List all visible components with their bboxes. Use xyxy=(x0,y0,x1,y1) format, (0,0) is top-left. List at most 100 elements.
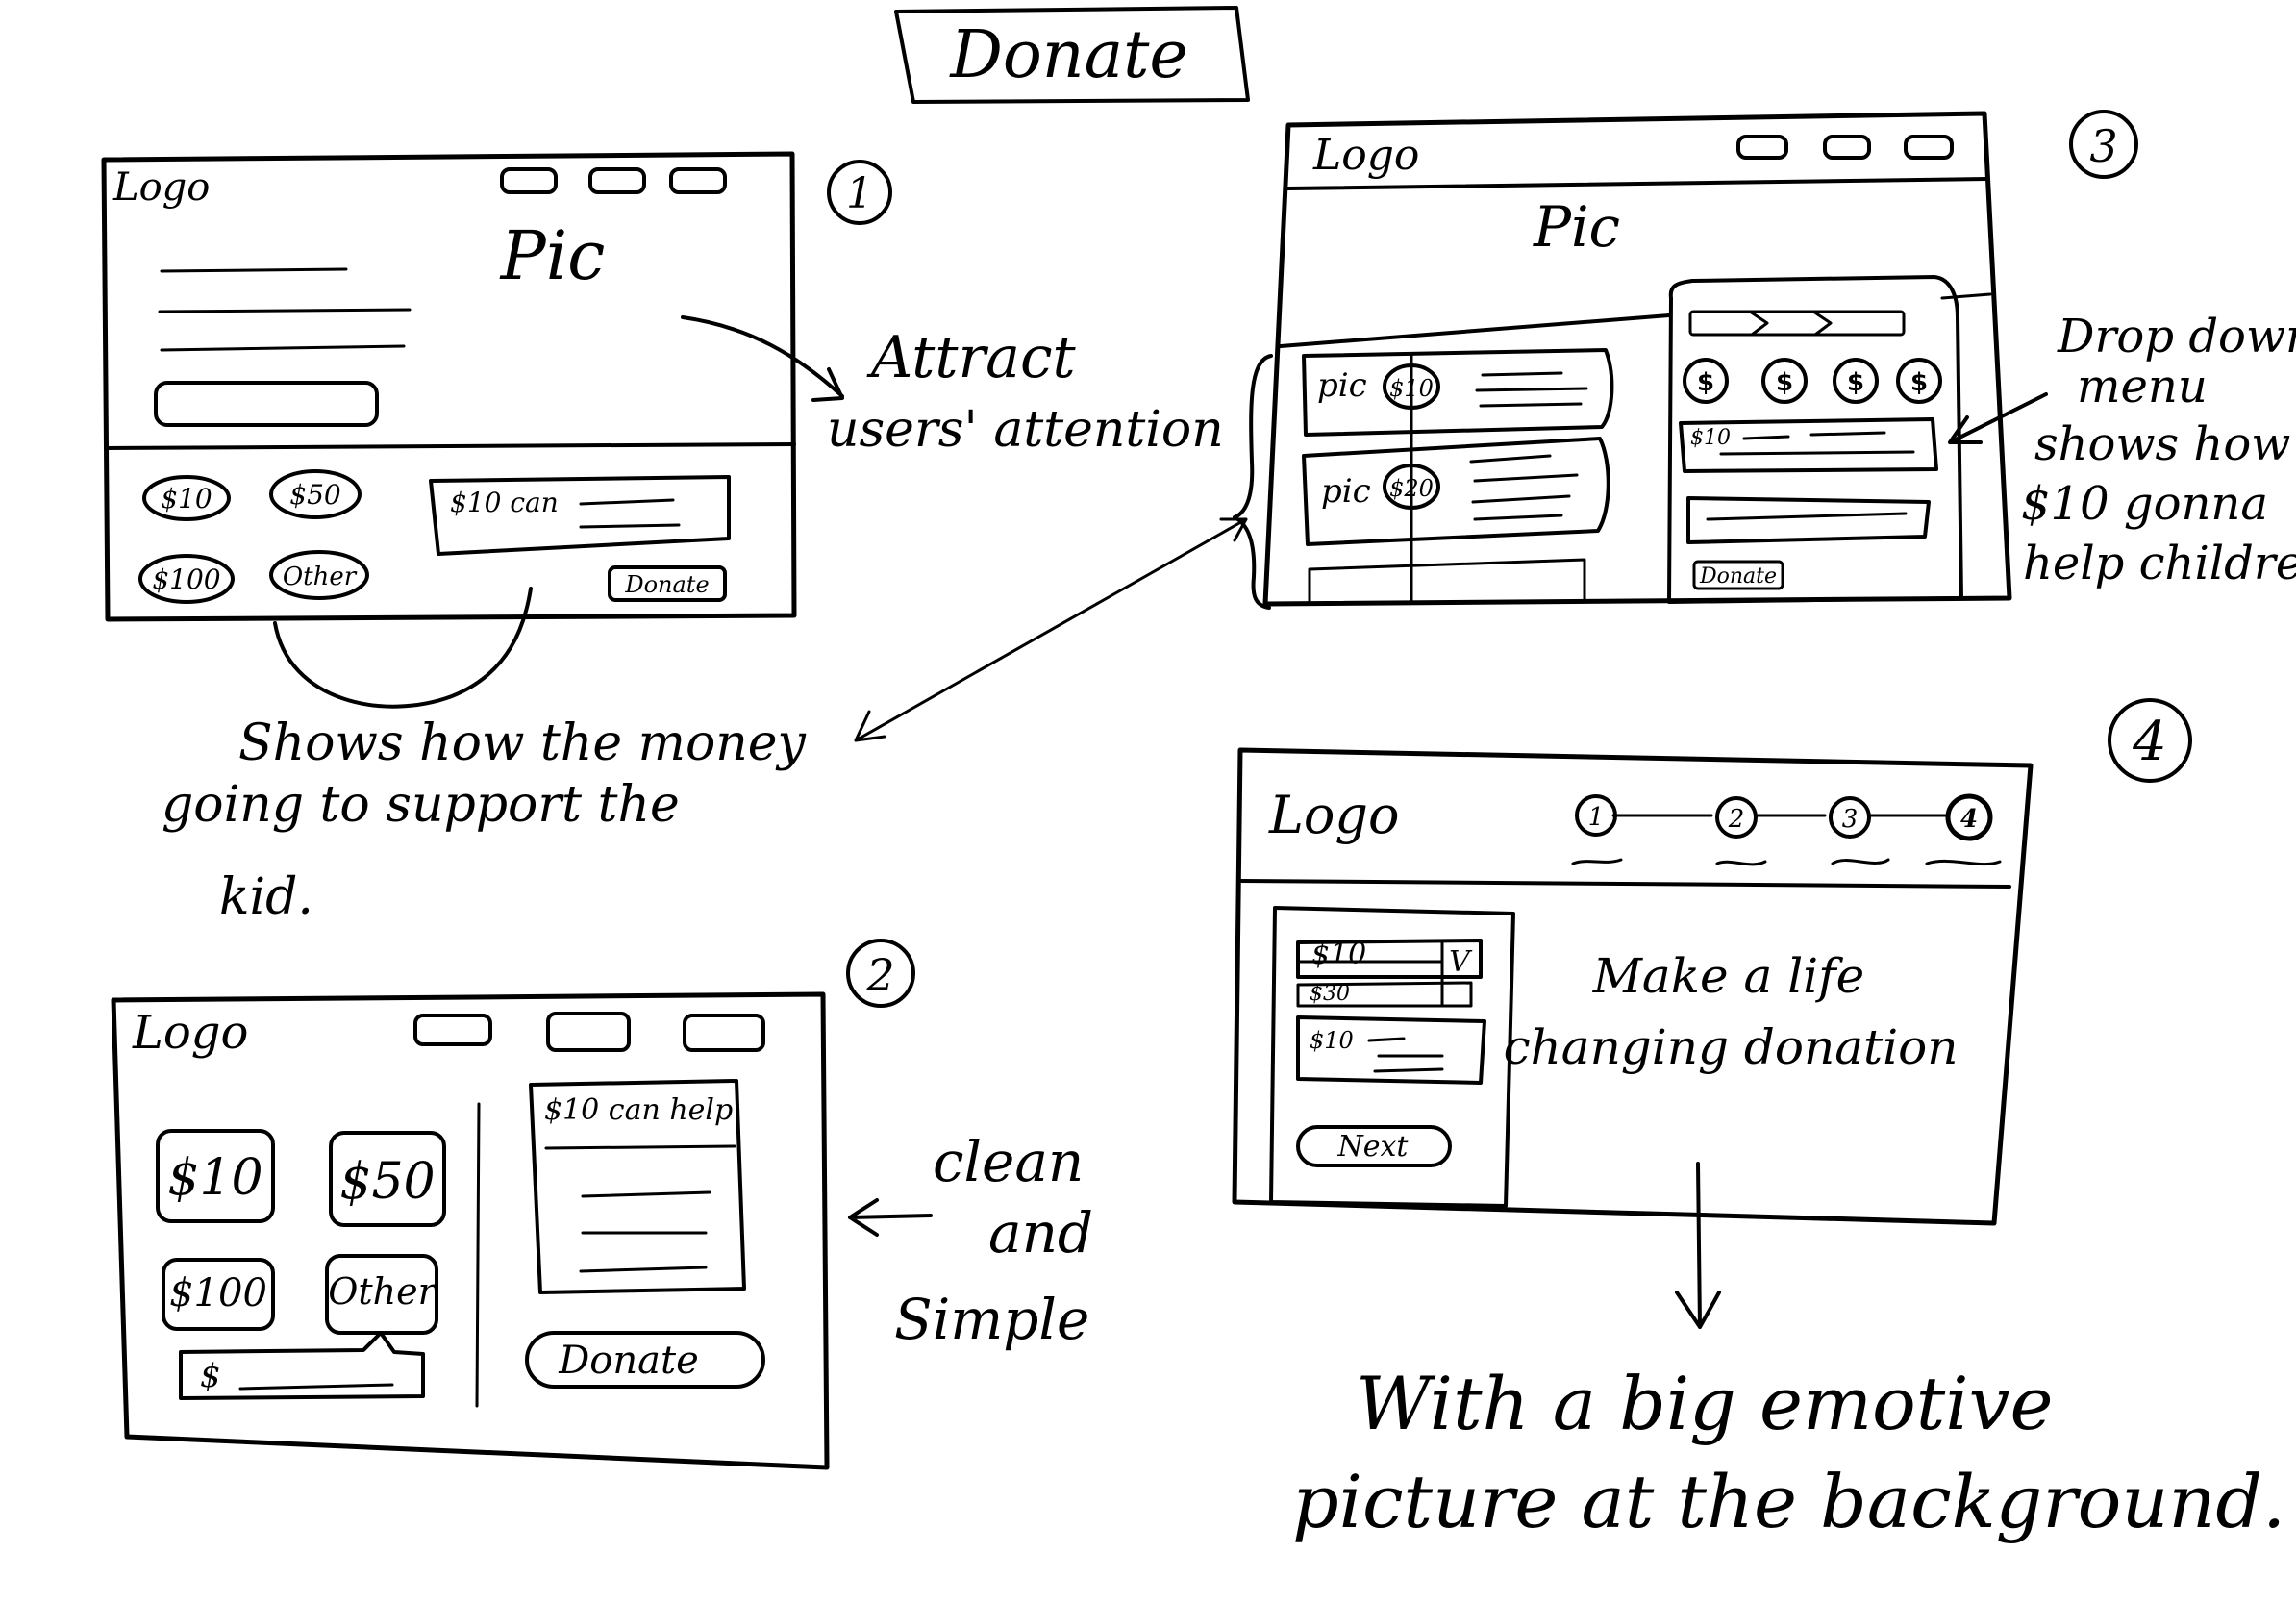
sketch-3-donate-button[interactable]: Donate xyxy=(1692,560,1784,590)
sketch-3-dollar-icon-1[interactable]: $ xyxy=(1683,358,1729,404)
sketch-1-amount-10[interactable]: $10 xyxy=(142,475,231,521)
sketch-4-amount-select[interactable]: $10 $30 V xyxy=(1296,938,1483,1008)
sketch-1-amount-other[interactable]: Other xyxy=(269,550,369,600)
svg-text:$: $ xyxy=(200,1357,221,1395)
annotation-dropdown-2: menu xyxy=(2077,360,2208,414)
sketch-3-dollar-icon-2[interactable]: $ xyxy=(1761,358,1808,404)
sketch-1-amount-100[interactable]: $100 xyxy=(138,554,235,604)
svg-text:3: 3 xyxy=(1842,805,1859,834)
sketch-2-amount-other[interactable]: Other xyxy=(325,1254,438,1335)
sketch-3-hero-pic-label: Pic xyxy=(1533,194,1620,260)
sketch-1-text-line-1 xyxy=(160,267,348,273)
sketch-2-info-text: $10 can help xyxy=(544,1093,733,1127)
sketch-1-nav-button-3[interactable] xyxy=(669,167,727,194)
annotation-attract: Attract xyxy=(866,324,1077,391)
sketch-3-hero-divider-right xyxy=(1940,292,1992,300)
svg-text:2: 2 xyxy=(865,949,894,1001)
sketch-3-dollar-icon-3[interactable]: $ xyxy=(1833,358,1879,404)
sketch-4-step-3[interactable]: 3 xyxy=(1829,796,1871,839)
sketch-1-money-connector xyxy=(273,587,533,709)
sketch-3-card-3[interactable] xyxy=(1308,558,1586,604)
sketch-1-nav-button-2[interactable] xyxy=(588,167,646,194)
sketch-4-info-lines xyxy=(1367,1037,1444,1073)
sketch-4-select-dividers xyxy=(1296,939,1444,1008)
svg-text:Next: Next xyxy=(1337,1130,1410,1164)
sketch-2-number: 2 xyxy=(846,939,915,1008)
svg-text:Donate: Donate xyxy=(624,571,709,598)
sketch-1-info-line-1 xyxy=(579,498,675,506)
sketch-4-logo: Logo xyxy=(1268,785,1399,845)
sketch-3-card-1[interactable]: pic $10 xyxy=(1302,348,1614,437)
sketch-3-cards-bracket xyxy=(1233,354,1273,610)
svg-text:3: 3 xyxy=(2089,120,2117,172)
sketch-1: Logo Pic $10 $50 $100 Other $10 can xyxy=(101,151,1224,926)
svg-text:4: 4 xyxy=(2132,711,2167,773)
svg-text:pic: pic xyxy=(1321,472,1371,511)
sketch-2-amount-100[interactable]: $100 xyxy=(162,1258,275,1331)
sketch-1-logo: Logo xyxy=(112,165,210,210)
sketch-2-info-line-2 xyxy=(581,1190,711,1198)
sketch-2-amount-50[interactable]: $50 xyxy=(329,1131,446,1227)
svg-text:Donate: Donate xyxy=(1699,564,1777,589)
svg-text:$50: $50 xyxy=(289,479,340,511)
annotation-money-line-2: going to support the xyxy=(162,776,680,834)
sketch-4-step-2[interactable]: 2 xyxy=(1715,796,1758,839)
sketch-3-frame xyxy=(1262,111,2012,607)
sketch-2-logo: Logo xyxy=(132,1006,248,1060)
annotation-and: and xyxy=(988,1200,1093,1266)
sketch-4-form-panel xyxy=(1269,906,1515,1208)
sketch-4-headline-1: Make a life xyxy=(1592,948,1865,1004)
svg-text:$10: $10 xyxy=(161,483,212,514)
svg-text:$10: $10 xyxy=(167,1149,262,1207)
annotation-money-line-1: Shows how the money xyxy=(238,714,807,772)
sketch-3-donation-panel xyxy=(1667,275,1963,604)
sketch-2-custom-amount-input[interactable]: $ xyxy=(179,1331,425,1400)
svg-text:Other: Other xyxy=(283,563,358,591)
sketch-1-frame xyxy=(101,151,797,622)
sketch-4-background-arrow xyxy=(1675,1162,1721,1329)
sketch-4-select-option-row xyxy=(1296,981,1473,1008)
sketch-4-step-4[interactable]: 4 xyxy=(1945,793,1993,841)
sketch-3-header-divider xyxy=(1286,177,1988,190)
annotation-users-attention: users' attention xyxy=(827,401,1224,459)
sketch-1-donate-button[interactable]: Donate xyxy=(608,565,727,602)
sketch-1-number: 1 xyxy=(827,160,892,225)
sketch-3-dropdown[interactable]: $10 xyxy=(1679,417,1938,473)
sketch-4-stepper: 1 2 3 4 xyxy=(1571,793,2002,866)
sketch-4-info-box: $10 xyxy=(1296,1015,1486,1085)
sketch-3-card-2[interactable]: pic $20 xyxy=(1302,437,1610,546)
sketch-4-frame xyxy=(1232,747,2034,1226)
svg-text:$100: $100 xyxy=(169,1271,267,1316)
sketch-1-amount-50[interactable]: $50 xyxy=(269,469,362,519)
sketch-4-next-button[interactable]: Next xyxy=(1296,1125,1452,1167)
sketch-2-nav-button-1[interactable] xyxy=(413,1014,492,1046)
page-title-box: Donate xyxy=(894,6,1250,104)
sketch-4-headline-2: changing donation xyxy=(1504,1019,1959,1075)
sketch-2-frame xyxy=(111,991,830,1470)
svg-text:$: $ xyxy=(1847,368,1864,397)
sketch-2-info-line-1 xyxy=(544,1144,736,1150)
sketch-2-donate-button[interactable]: Donate xyxy=(525,1331,765,1389)
sketch-3-nav-button-1[interactable] xyxy=(1736,135,1788,160)
sketch-1-nav-button-1[interactable] xyxy=(500,167,558,194)
sketch-1-info-text: $10 can xyxy=(450,487,559,518)
sketch-2-nav-button-3[interactable] xyxy=(683,1014,765,1052)
page-title: Donate xyxy=(948,17,1187,93)
annotation-clean: clean xyxy=(933,1129,1084,1194)
sketch-4-select-check: V xyxy=(1449,945,1473,979)
annotation-dropdown-1: Drop down xyxy=(2057,310,2296,363)
link-arrow-sketch3 xyxy=(854,517,1248,742)
svg-text:1: 1 xyxy=(1588,803,1605,832)
sketch-1-text-line-3 xyxy=(160,344,406,352)
svg-text:$: $ xyxy=(1910,368,1928,397)
sketch-2-nav-button-2[interactable] xyxy=(546,1012,631,1052)
sketch-4: Logo 1 2 3 4 $10 xyxy=(1232,698,2285,1544)
sketch-1-cta-button[interactable] xyxy=(154,381,379,427)
sketch-3-dollar-icon-4[interactable]: $ xyxy=(1896,358,1942,404)
sketch-2-amount-10[interactable]: $10 xyxy=(156,1129,275,1223)
sketch-4-step-1[interactable]: 1 xyxy=(1575,794,1617,837)
sketch-3-nav-button-3[interactable] xyxy=(1904,135,1954,160)
annotation-dropdown-5: help children. xyxy=(2023,537,2296,590)
sketch-3-nav-button-2[interactable] xyxy=(1823,135,1871,160)
